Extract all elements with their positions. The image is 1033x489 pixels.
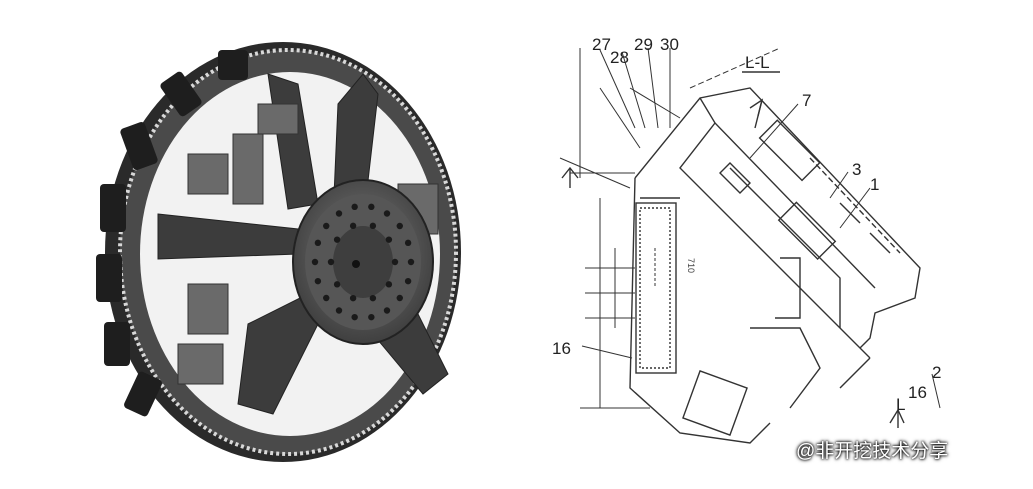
bolt-hole <box>351 203 358 211</box>
callout-2: 2 <box>932 363 941 382</box>
section-marker-letter: L <box>896 395 905 414</box>
watermark: @非开挖技术分享 <box>770 436 948 463</box>
bolt-hole <box>323 222 330 230</box>
bolt-hole <box>351 313 358 321</box>
callout-7: 7 <box>802 91 811 110</box>
bolt-hole <box>383 307 391 314</box>
bolt-hole <box>369 222 377 230</box>
bolt-hole <box>391 258 399 266</box>
bolt-hole <box>368 313 375 321</box>
bolt-hole <box>404 277 412 285</box>
callout-16-right: 16 <box>908 383 927 402</box>
rim-buckets <box>96 50 248 417</box>
section-label: L-L <box>745 53 770 72</box>
bolt-hole <box>314 277 322 285</box>
bolt-hole <box>323 294 330 302</box>
callout-28: 28 <box>610 48 629 67</box>
bolt-hole <box>333 281 341 288</box>
watermark-text: @非开挖技术分享 <box>796 441 949 462</box>
section-marker-arrows <box>561 98 905 428</box>
bolt-hole <box>396 222 403 230</box>
bolt-hole <box>333 236 341 243</box>
bolt-hole <box>311 258 319 266</box>
bolt-hole <box>385 236 393 243</box>
cutterhead-render <box>96 42 461 462</box>
bolt-hole <box>404 239 412 247</box>
callout-30: 30 <box>660 35 679 54</box>
bolt-hole <box>349 222 357 230</box>
callout-29: 29 <box>634 35 653 54</box>
bolt-hole <box>383 210 391 217</box>
bolt-hole <box>385 281 393 288</box>
bolt-hole <box>314 239 322 247</box>
callout-leaders <box>581 47 941 409</box>
central-hub <box>292 179 434 345</box>
cutter-arm-outline <box>629 87 921 444</box>
bolt-hole <box>327 258 335 266</box>
section-drawing: 27 28 29 30 7 3 1 16 16 2 L-L L 710 <box>552 35 941 444</box>
bolt-hole <box>335 307 343 314</box>
speech-bubble-icon <box>771 440 791 461</box>
hub-bolt-holes <box>311 203 415 321</box>
dimension-710: 710 <box>686 258 696 273</box>
callout-27: 27 <box>592 35 611 54</box>
callout-16: 16 <box>552 339 571 358</box>
bolt-hole <box>369 294 377 302</box>
callout-1: 1 <box>870 175 879 194</box>
bolt-hole <box>335 210 343 217</box>
callout-3: 3 <box>852 160 861 179</box>
bolt-hole <box>349 294 357 302</box>
bolt-hole <box>368 203 375 211</box>
bolt-hole <box>396 294 403 302</box>
bolt-hole <box>407 258 415 266</box>
